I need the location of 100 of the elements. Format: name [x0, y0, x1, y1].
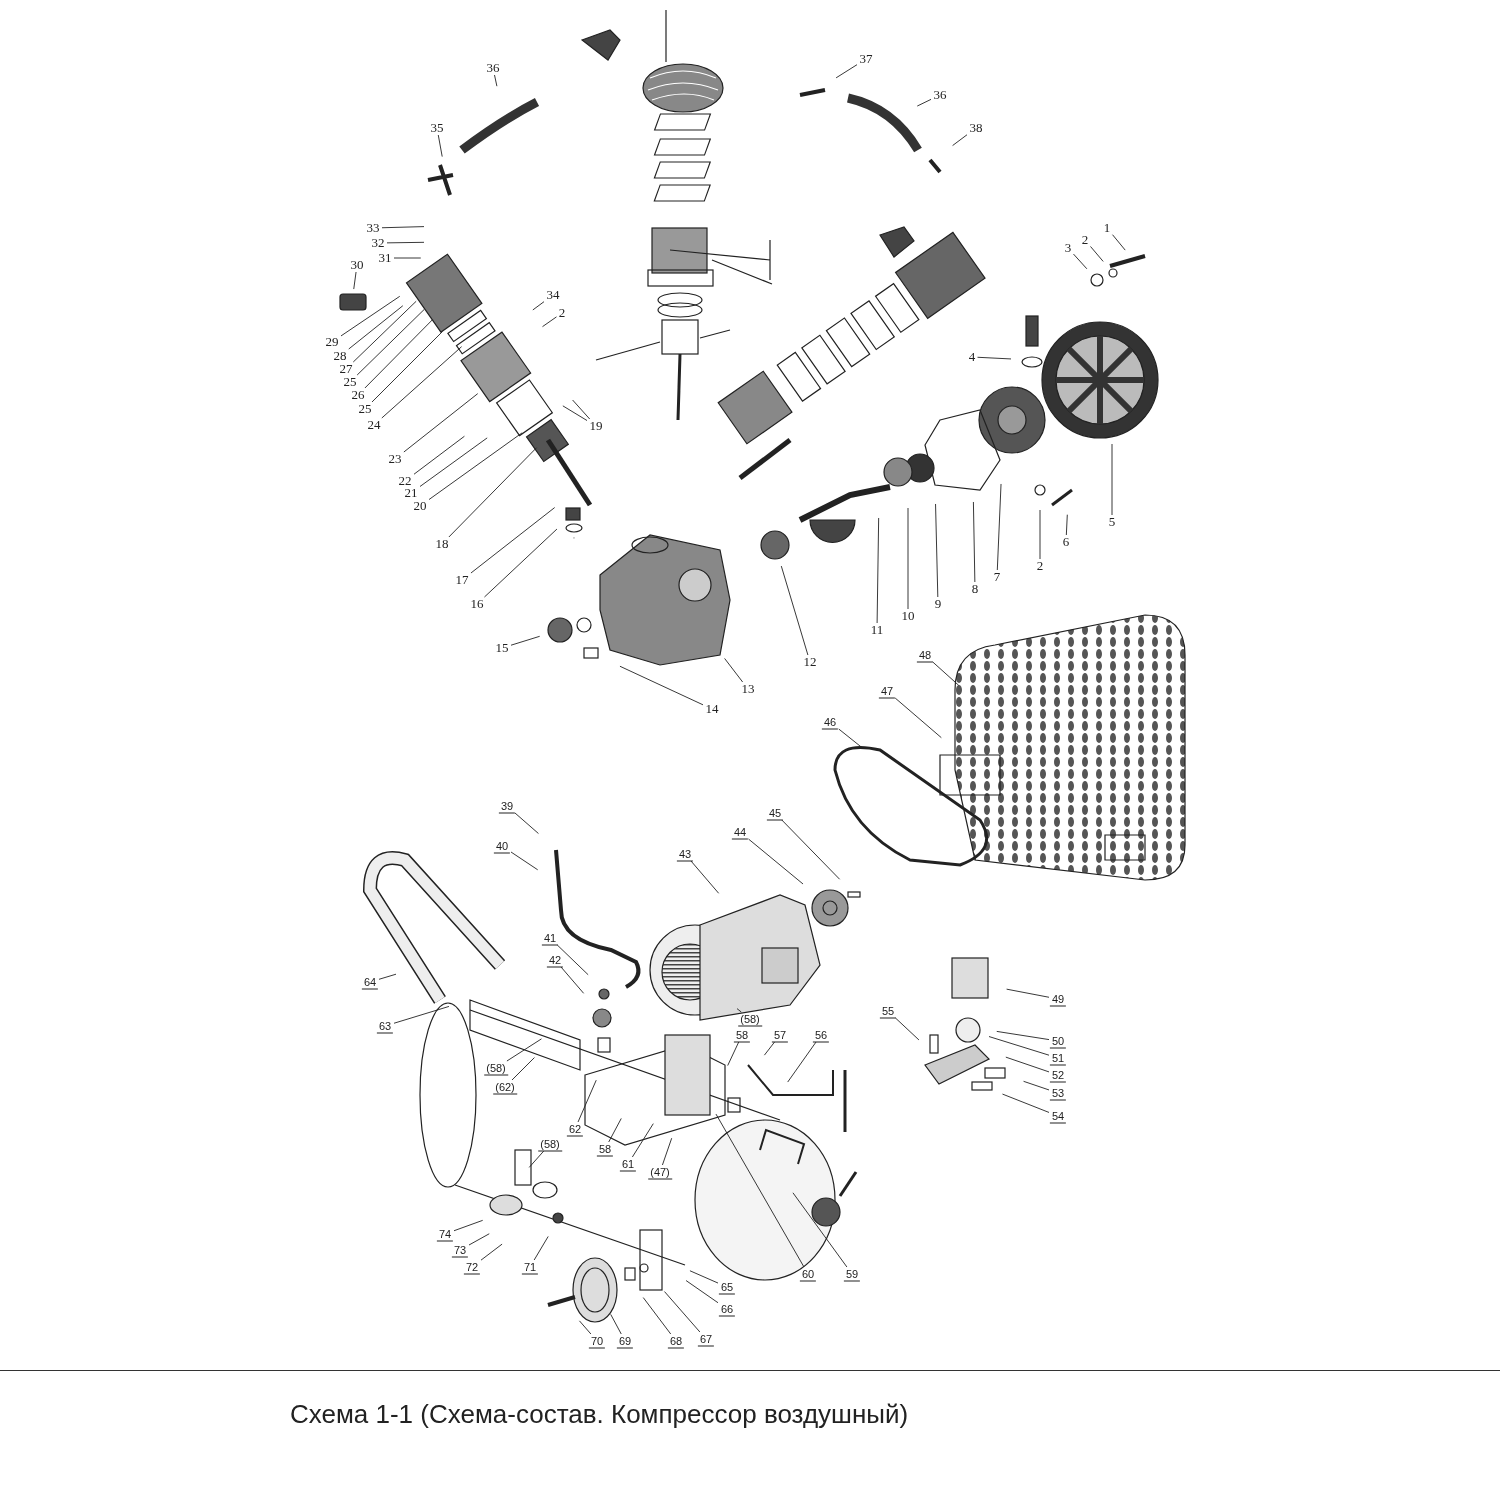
leader-line	[364, 319, 433, 389]
callout-number: 59	[843, 1266, 861, 1282]
leader-line	[780, 565, 809, 656]
callout-number: 11	[870, 623, 884, 637]
leader-line	[835, 64, 858, 79]
callout-number: 13	[741, 682, 755, 696]
leader-line	[996, 1030, 1050, 1041]
leader-line	[468, 1233, 490, 1246]
callout-number: 26	[351, 388, 365, 402]
leader-line	[353, 271, 357, 290]
leader-line	[724, 658, 744, 683]
callout-number: 57	[771, 1027, 789, 1043]
callout-number: 2	[1036, 559, 1044, 573]
callout-number: 43	[676, 846, 694, 862]
callout-number: 60	[799, 1266, 817, 1282]
callout-number: 14	[705, 702, 719, 716]
callout-number: 18	[435, 537, 449, 551]
callout-number: 30	[350, 258, 364, 272]
leader-line	[386, 241, 425, 244]
leader-line	[352, 300, 417, 363]
callout-number: 53	[1049, 1085, 1067, 1101]
callout-number: 69	[616, 1333, 634, 1349]
leader-line	[510, 635, 541, 646]
callout-number: 31	[378, 251, 392, 265]
callout-number: 17	[455, 573, 469, 587]
callout-number: 74	[436, 1226, 454, 1242]
leader-line	[378, 973, 397, 980]
leader-line	[748, 838, 804, 885]
callout-number: 24	[367, 418, 381, 432]
leader-line	[528, 1150, 545, 1168]
callout-number: 68	[667, 1333, 685, 1349]
callout-number: 29	[325, 335, 339, 349]
leader-line	[689, 1270, 719, 1284]
leader-line	[562, 405, 588, 421]
leader-line	[579, 1320, 592, 1335]
callout-number: 37	[859, 52, 873, 66]
leader-line	[510, 851, 539, 871]
callout-number: 19	[589, 419, 603, 433]
leader-line	[448, 447, 538, 538]
callout-number: 42	[546, 952, 564, 968]
leader-line	[437, 134, 443, 158]
leader-line	[792, 1192, 848, 1268]
leader-line	[381, 226, 425, 229]
callout-number: 36	[933, 88, 947, 102]
leader-line	[340, 295, 401, 337]
leader-line	[838, 728, 864, 749]
callout-number: 41	[541, 930, 559, 946]
leader-line	[1112, 234, 1126, 251]
leader-line	[996, 483, 1002, 571]
callout-number: 65	[718, 1279, 736, 1295]
leader-line	[484, 528, 558, 598]
callout-number: 52	[1049, 1067, 1067, 1083]
leader-line	[556, 944, 589, 976]
callout-number: 22	[398, 474, 412, 488]
callout-number: 67	[697, 1331, 715, 1347]
callout-number: (47)	[648, 1164, 672, 1180]
callout-number: 16	[470, 597, 484, 611]
leader-line	[631, 1123, 654, 1158]
callout-number: 63	[376, 1018, 394, 1034]
leader-line	[895, 1017, 920, 1041]
leader-line	[876, 517, 880, 624]
leader-line	[506, 1038, 542, 1062]
leader-line	[419, 437, 488, 487]
callout-number: 21	[404, 486, 418, 500]
leader-line	[610, 1313, 622, 1335]
callout-number: 15	[495, 641, 509, 655]
leader-line	[894, 697, 942, 739]
leader-line	[577, 1079, 597, 1123]
callout-number: 40	[493, 838, 511, 854]
leader-line	[428, 432, 523, 500]
leader-line	[560, 966, 585, 994]
callout-number: 35	[430, 121, 444, 135]
callout-number: 34	[546, 288, 560, 302]
callout-number: 44	[731, 824, 749, 840]
leader-line	[715, 1113, 805, 1268]
callout-number: 62	[566, 1121, 584, 1137]
leader-line	[403, 393, 479, 453]
caption: Схема 1-1 (Схема-состав. Компрессор воздушный)	[290, 1398, 909, 1431]
leader-line	[907, 507, 909, 610]
callout-number: 48	[916, 647, 934, 663]
callout-number: 6	[1062, 535, 1070, 549]
callout-number: 25	[343, 375, 357, 389]
leader-line	[532, 301, 545, 311]
callout-number: 9	[934, 597, 942, 611]
leader-line	[514, 812, 539, 834]
leader-line	[1005, 1056, 1050, 1073]
callout-number: (58)	[738, 1011, 762, 1027]
leader-line	[1006, 988, 1050, 998]
callout-number: 66	[718, 1301, 736, 1317]
callout-number: 54	[1049, 1108, 1067, 1124]
leader-line	[1073, 253, 1088, 270]
callout-number: 20	[413, 499, 427, 513]
leader-line	[916, 98, 932, 107]
callout-number: 46	[821, 714, 839, 730]
leader-line	[608, 1118, 622, 1143]
leader-line	[1002, 1093, 1050, 1113]
leader-line	[356, 308, 425, 376]
leader-line	[480, 1243, 503, 1261]
leader-line	[348, 305, 404, 350]
leader-line	[727, 1041, 740, 1066]
